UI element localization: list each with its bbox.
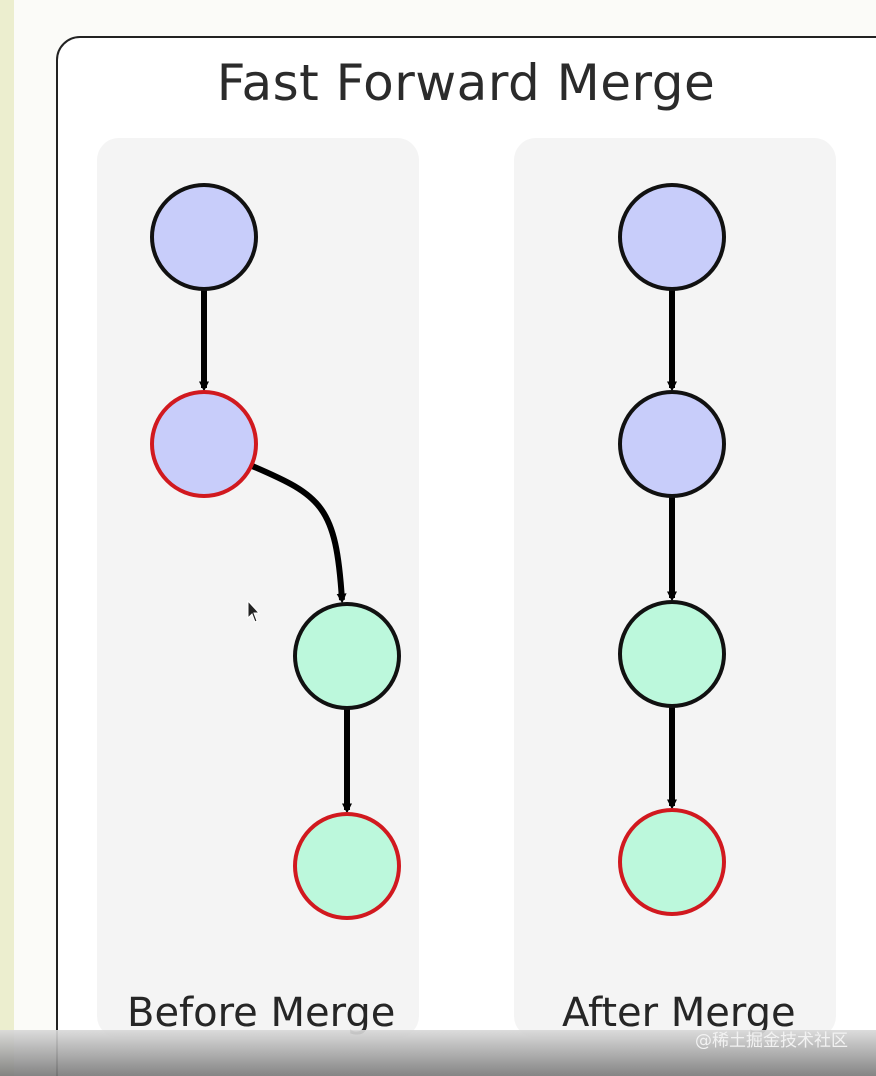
after-commit-node-1 [618, 183, 726, 291]
before-merge-label: Before Merge [127, 990, 396, 1036]
after-merge-label: After Merge [562, 990, 796, 1036]
video-control-bar[interactable] [0, 1030, 876, 1076]
mouse-pointer-icon [247, 600, 261, 623]
before-commit-node-4 [293, 812, 401, 920]
nodes-layer [150, 183, 726, 920]
before-commit-node-1 [150, 183, 258, 291]
edges-layer [199, 289, 677, 814]
after-commit-node-2 [618, 390, 726, 498]
after-commit-node-3 [618, 600, 726, 708]
before-commit-node-3 [293, 602, 401, 710]
diagram-title: Fast Forward Merge [216, 54, 716, 112]
watermark-text: @稀土掘金技术社区 [695, 1031, 848, 1051]
before-commit-node-2 [150, 390, 258, 498]
after-commit-node-4 [618, 808, 726, 916]
before-edge-2 [250, 463, 347, 604]
